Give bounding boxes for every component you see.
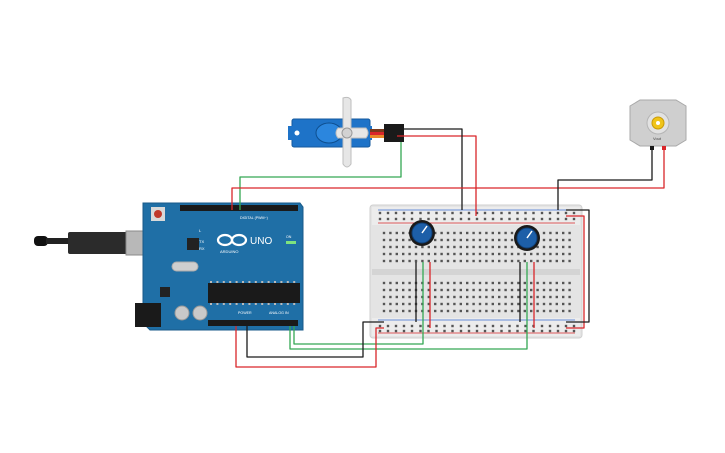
motor-label: Vout <box>653 136 662 141</box>
breadboard-holes[interactable] <box>378 211 576 333</box>
wire-motor-power[interactable] <box>231 150 665 210</box>
wire-rail-bridge-black[interactable] <box>566 209 590 323</box>
wire-motor-ground[interactable] <box>557 150 653 210</box>
wire-rail-bridge-red[interactable] <box>566 215 585 329</box>
wire-servo-signal[interactable] <box>239 142 402 210</box>
power-jack[interactable] <box>135 303 161 327</box>
arduino-uno-board[interactable]: UNO ARDUINO DIGITAL (PWM~) POWER ANALOG … <box>34 202 304 331</box>
servo-motor[interactable] <box>288 96 404 168</box>
arduino-logo-icon <box>216 233 248 247</box>
wire-pot1-wiper[interactable] <box>293 262 424 345</box>
usb-cable[interactable] <box>34 230 149 256</box>
wires[interactable] <box>231 128 665 368</box>
crystal-oscillator <box>171 261 199 272</box>
power-header-label: POWER <box>238 311 252 315</box>
potentiometer-2[interactable] <box>514 225 540 251</box>
wire-servo-power[interactable] <box>397 135 477 216</box>
usb-chip <box>187 238 199 250</box>
analog-header-label: ANALOG IN <box>269 311 289 315</box>
servo-connector[interactable] <box>384 124 404 142</box>
atmega-chip <box>208 283 300 303</box>
potentiometer-1[interactable] <box>409 220 435 246</box>
wire-arduino-gnd[interactable] <box>246 321 384 358</box>
board-model-label: UNO <box>250 236 272 247</box>
wire-servo-ground[interactable] <box>397 128 463 210</box>
voltage-regulator <box>160 287 170 297</box>
dc-motor[interactable]: Vout <box>629 99 687 150</box>
on-led <box>286 241 296 244</box>
capacitor <box>192 305 208 321</box>
wire-pot2-wiper[interactable] <box>289 262 528 350</box>
digital-header[interactable] <box>180 205 298 211</box>
wire-arduino-5v[interactable] <box>235 326 384 368</box>
breadboard[interactable] <box>369 204 583 339</box>
capacitor <box>174 305 190 321</box>
on-label: ON <box>286 235 292 239</box>
led-label-l: L <box>199 228 202 233</box>
led-label-tx: TX <box>199 239 204 244</box>
led-label-rx: RX <box>199 246 205 251</box>
power-analog-header[interactable] <box>208 320 298 326</box>
digital-header-label: DIGITAL (PWM~) <box>240 216 268 220</box>
brand-label: ARDUINO <box>220 249 238 254</box>
